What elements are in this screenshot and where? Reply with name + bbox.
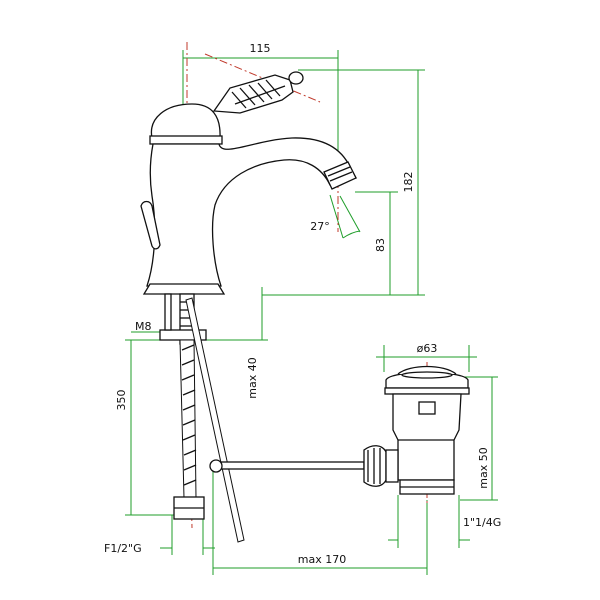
dim-waste-diameter: ø63 xyxy=(417,342,438,355)
dim-waste-depth: max 50 xyxy=(477,447,490,488)
dim-overall-height: 182 xyxy=(402,172,415,193)
dim-hose-length: 350 xyxy=(115,390,128,411)
dim-waste-thread: 1"1/4G xyxy=(463,516,501,529)
dimension-labels: 115 182 83 27° M8 350 max 40 ø63 max 50 … xyxy=(104,42,501,566)
dim-spout-height: 83 xyxy=(374,238,387,252)
handle-knob xyxy=(212,71,304,114)
dim-top-width: 115 xyxy=(250,42,271,55)
waste-assembly xyxy=(384,365,470,495)
dim-hose-connector: F1/2"G xyxy=(104,542,142,555)
faucet-body xyxy=(140,71,357,295)
dimension-lines xyxy=(125,50,498,575)
dim-shank-depth: max 40 xyxy=(246,357,259,398)
dim-spout-angle: 27° xyxy=(310,220,330,233)
installation-parts xyxy=(159,293,387,543)
dim-rod-length: max 170 xyxy=(298,553,346,566)
dim-rod-thread: M8 xyxy=(135,320,152,333)
